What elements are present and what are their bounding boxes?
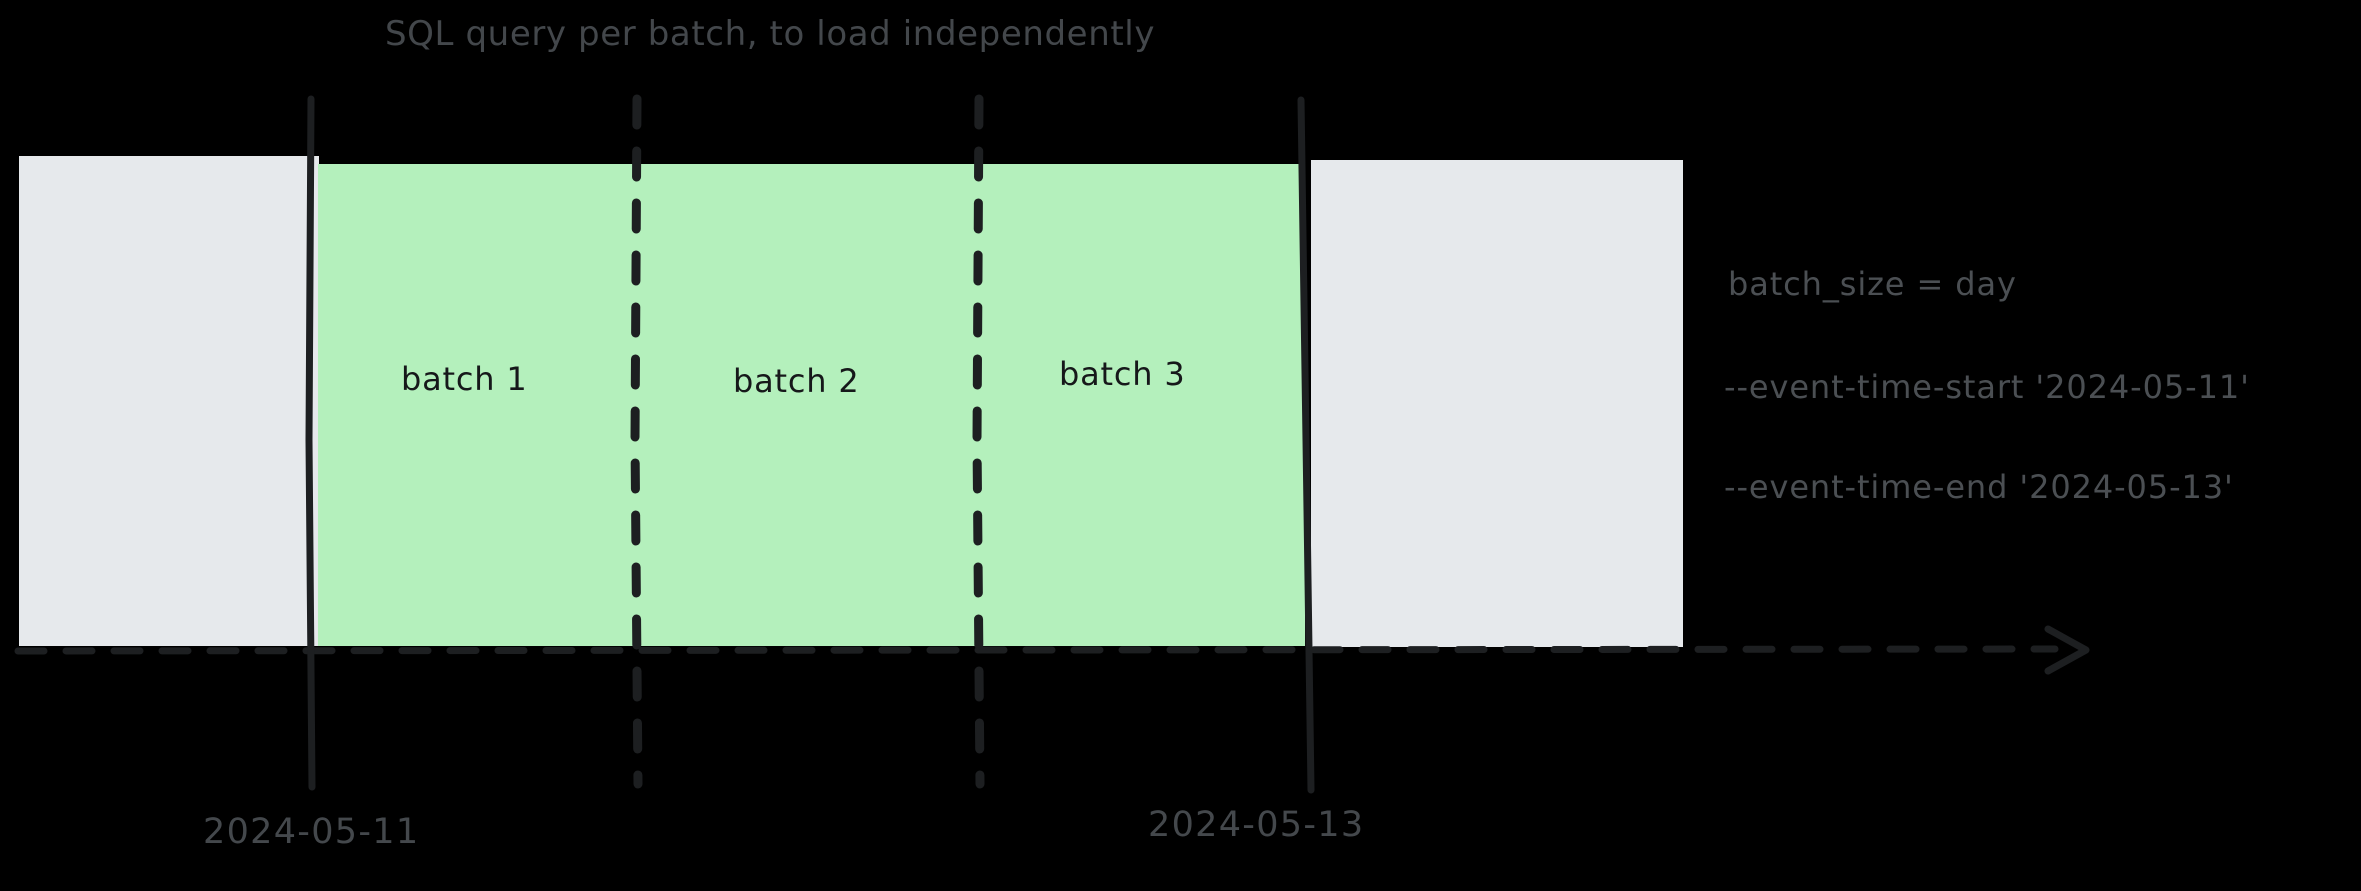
region-after-window: [1311, 160, 1683, 647]
annotation-batch-size: batch_size = day: [1728, 265, 2017, 303]
time-axis-line: [14, 645, 2059, 655]
annotation-event-time-start: --event-time-start '2024-05-11': [1724, 368, 2250, 406]
batch-label-1: batch 1: [401, 360, 528, 398]
axis-end-date-label: 2024-05-13: [1148, 805, 1365, 845]
time-axis-arrow-icon: [2044, 625, 2090, 675]
axis-start-date-label: 2024-05-11: [203, 812, 420, 852]
region-before-window: [19, 156, 319, 646]
region-batch-window: [318, 164, 1305, 646]
batch-label-3: batch 3: [1059, 355, 1186, 393]
batch-label-2: batch 2: [733, 362, 860, 400]
annotation-event-time-end: --event-time-end '2024-05-13': [1724, 468, 2234, 506]
diagram-title: SQL query per batch, to load independent…: [385, 14, 1156, 54]
